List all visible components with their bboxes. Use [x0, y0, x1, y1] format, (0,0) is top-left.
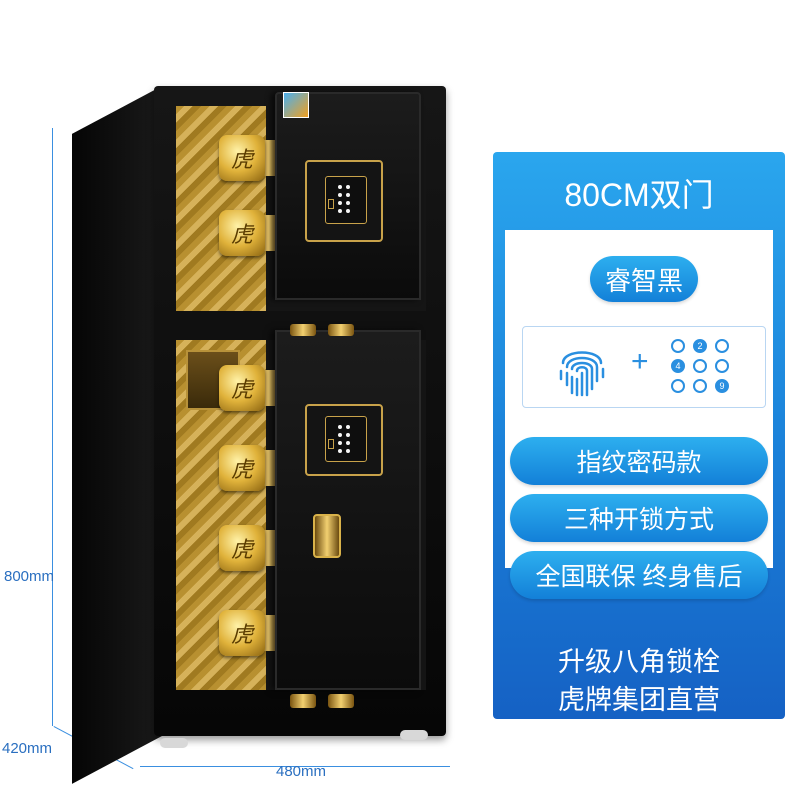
door-handle[interactable]	[313, 514, 341, 558]
keypad-dot	[715, 339, 729, 353]
keypad-dot: 2	[693, 339, 707, 353]
bottom-line-2: 虎牌集团直营	[558, 685, 720, 715]
upper-keypad[interactable]	[325, 176, 367, 224]
safe-side-panel	[72, 86, 162, 784]
bottom-line-1: 升级八角锁栓	[558, 647, 720, 677]
width-dimension-line	[140, 766, 450, 767]
color-badge: 睿智黑	[590, 256, 698, 302]
hinge	[290, 324, 316, 336]
safe-foot-left	[160, 738, 188, 748]
keypad-icon: 2 4 9	[671, 339, 731, 399]
keypad-dot	[693, 379, 707, 393]
fingerprint-reader-icon	[328, 439, 334, 449]
height-dimension-line	[52, 128, 53, 726]
keypad-dot	[715, 359, 729, 373]
lower-lock-panel	[305, 404, 383, 476]
bolt-knob: 虎	[219, 445, 265, 491]
upper-lock-panel	[305, 160, 383, 242]
keypad-dot	[693, 359, 707, 373]
feature-fingerprint-password: 指纹密码款	[510, 437, 768, 485]
width-label: 480mm	[276, 763, 327, 780]
fingerprint-reader-icon	[328, 199, 334, 209]
height-label: 800mm	[4, 568, 55, 585]
lower-door[interactable]	[275, 330, 421, 690]
unlock-methods-box: + 2 4 9	[522, 326, 766, 408]
product-title: 80CM双门	[564, 177, 714, 213]
fingerprint-icon	[559, 351, 605, 397]
plus-sign: +	[631, 345, 649, 378]
hinge	[328, 324, 354, 336]
feature-warranty: 全国联保 终身售后	[510, 551, 768, 599]
bolt-knob: 虎	[219, 610, 265, 656]
safe-foot-right	[400, 730, 428, 740]
feature-three-unlock-methods: 三种开锁方式	[510, 494, 768, 542]
lower-keypad[interactable]	[325, 416, 367, 462]
keypad-dot: 4	[671, 359, 685, 373]
keypad-dot	[671, 339, 685, 353]
keypad-dot: 9	[715, 379, 729, 393]
bolt-knob: 虎	[219, 365, 265, 411]
upper-door[interactable]	[275, 92, 421, 300]
hinge	[328, 694, 354, 708]
bolt-knob: 虎	[219, 210, 265, 256]
keypad-dot	[671, 379, 685, 393]
brand-logo-icon	[283, 92, 309, 118]
depth-label: 420mm	[2, 740, 53, 757]
bolt-knob: 虎	[219, 525, 265, 571]
info-panel: 80CM双门 睿智黑 + 2 4	[493, 152, 785, 719]
bolt-knob: 虎	[219, 135, 265, 181]
hinge	[290, 694, 316, 708]
